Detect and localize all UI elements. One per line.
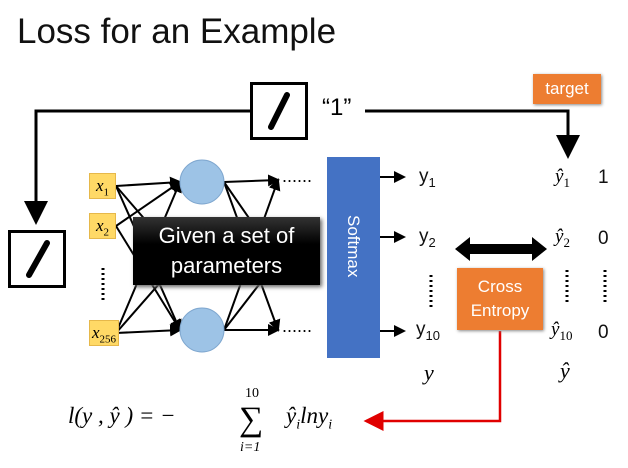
cross-entropy-line-2: Entropy — [470, 301, 530, 320]
loss-formula-lhs: l(y , ŷ ) = − — [68, 403, 176, 428]
input-x2: x2 — [89, 213, 116, 239]
softmax-label: Softmax — [344, 215, 363, 278]
output-y1: y1 — [419, 166, 436, 190]
given-parameters-overlay: Given a set of parameters — [133, 217, 320, 285]
input-x1: x1 — [89, 173, 116, 199]
softmax-layer: Softmax — [327, 157, 380, 358]
hidden-node — [179, 159, 225, 205]
target-column-label: ŷ — [560, 358, 570, 383]
overlay-line-1: Given a set of — [158, 223, 295, 248]
cross-entropy-line-1: Cross — [477, 277, 523, 296]
loss-red-arrow — [363, 331, 502, 431]
label-to-target-line — [365, 109, 580, 159]
handwritten-one-icon — [268, 92, 290, 130]
sum-symbol: ∑ — [239, 401, 264, 438]
label-quote: “1” — [322, 94, 352, 121]
target-y1: ŷ1 — [555, 166, 570, 190]
cross-entropy-box: Cross Entropy — [457, 268, 543, 330]
dots-top: ...... — [282, 166, 313, 186]
softmax-output-arrows — [380, 171, 406, 337]
target-value-10: 0 — [598, 322, 609, 343]
target-label: target — [533, 74, 601, 104]
input-x256: x256 — [89, 320, 119, 346]
hidden-node — [179, 307, 225, 353]
target-y10: ŷ10 — [551, 319, 573, 343]
loss-formula-term: ŷilnyi — [286, 403, 333, 433]
target-value-1: 1 — [598, 167, 609, 188]
target-y2: ŷ2 — [555, 226, 570, 250]
ellipsis-dots — [101, 268, 607, 307]
output-y10: y10 — [416, 319, 440, 343]
handwritten-one-icon — [26, 240, 50, 278]
dots-bottom: ...... — [282, 316, 313, 336]
output-column-label: y — [424, 360, 434, 385]
sum-upper-limit: 10 — [245, 386, 259, 401]
compare-double-arrow — [455, 237, 547, 261]
target-value-2: 0 — [598, 228, 609, 249]
overlay-line-2: parameters — [170, 253, 283, 278]
slide-title: Loss for an Example — [17, 12, 337, 51]
digit-image-input — [8, 230, 66, 288]
sum-lower-limit: i=1 — [240, 440, 261, 455]
output-y2: y2 — [419, 226, 436, 250]
digit-image-top — [250, 82, 308, 140]
image-to-input-line — [24, 109, 250, 225]
